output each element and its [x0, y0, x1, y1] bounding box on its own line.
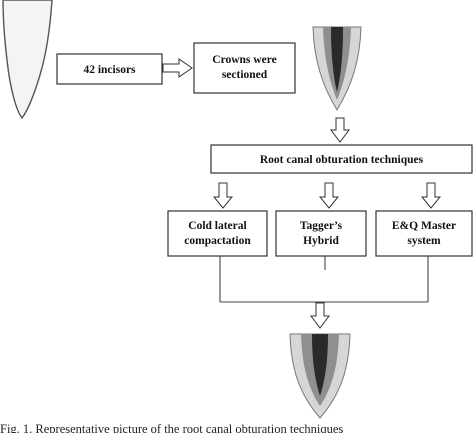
techniques-box: Root canal obturation techniques — [210, 144, 473, 174]
arrow-down-icon — [212, 182, 234, 209]
incisors-box: 42 incisors — [56, 53, 163, 85]
techniques-label: Root canal obturation techniques — [260, 154, 424, 166]
crowns-box: Crowns were sectioned — [193, 42, 296, 94]
incisors-label: 42 incisors — [83, 64, 136, 76]
technique-box-taggers-hybrid: Tagger’s Hybrid — [275, 210, 367, 257]
connector-lines — [219, 256, 429, 303]
technique2-line2: Hybrid — [303, 235, 339, 247]
technique2-line1: Tagger’s — [300, 220, 343, 232]
crowns-label-line1: Crowns were — [212, 54, 276, 66]
technique3-line2: system — [407, 235, 441, 247]
technique3-line1: E&Q Master — [392, 220, 456, 232]
arrow-down-icon — [330, 117, 350, 143]
incisor-image — [2, 0, 53, 120]
sectioned-root-image — [312, 26, 362, 111]
technique-box-cold-lateral: Cold lateral compactation — [167, 210, 268, 257]
arrow-down-icon — [420, 182, 442, 209]
technique-box-eq-master: E&Q Master system — [375, 210, 473, 257]
crowns-label-line2: sectioned — [222, 69, 268, 81]
technique1-line2: compactation — [184, 235, 251, 247]
figure-caption: Fig. 1. Representative picture of the ro… — [0, 422, 343, 433]
arrow-down-icon — [310, 302, 330, 329]
arrow-right-icon — [162, 58, 193, 78]
arrow-down-icon — [318, 182, 340, 209]
obturated-root-image — [289, 333, 351, 419]
technique1-line1: Cold lateral — [188, 220, 246, 232]
